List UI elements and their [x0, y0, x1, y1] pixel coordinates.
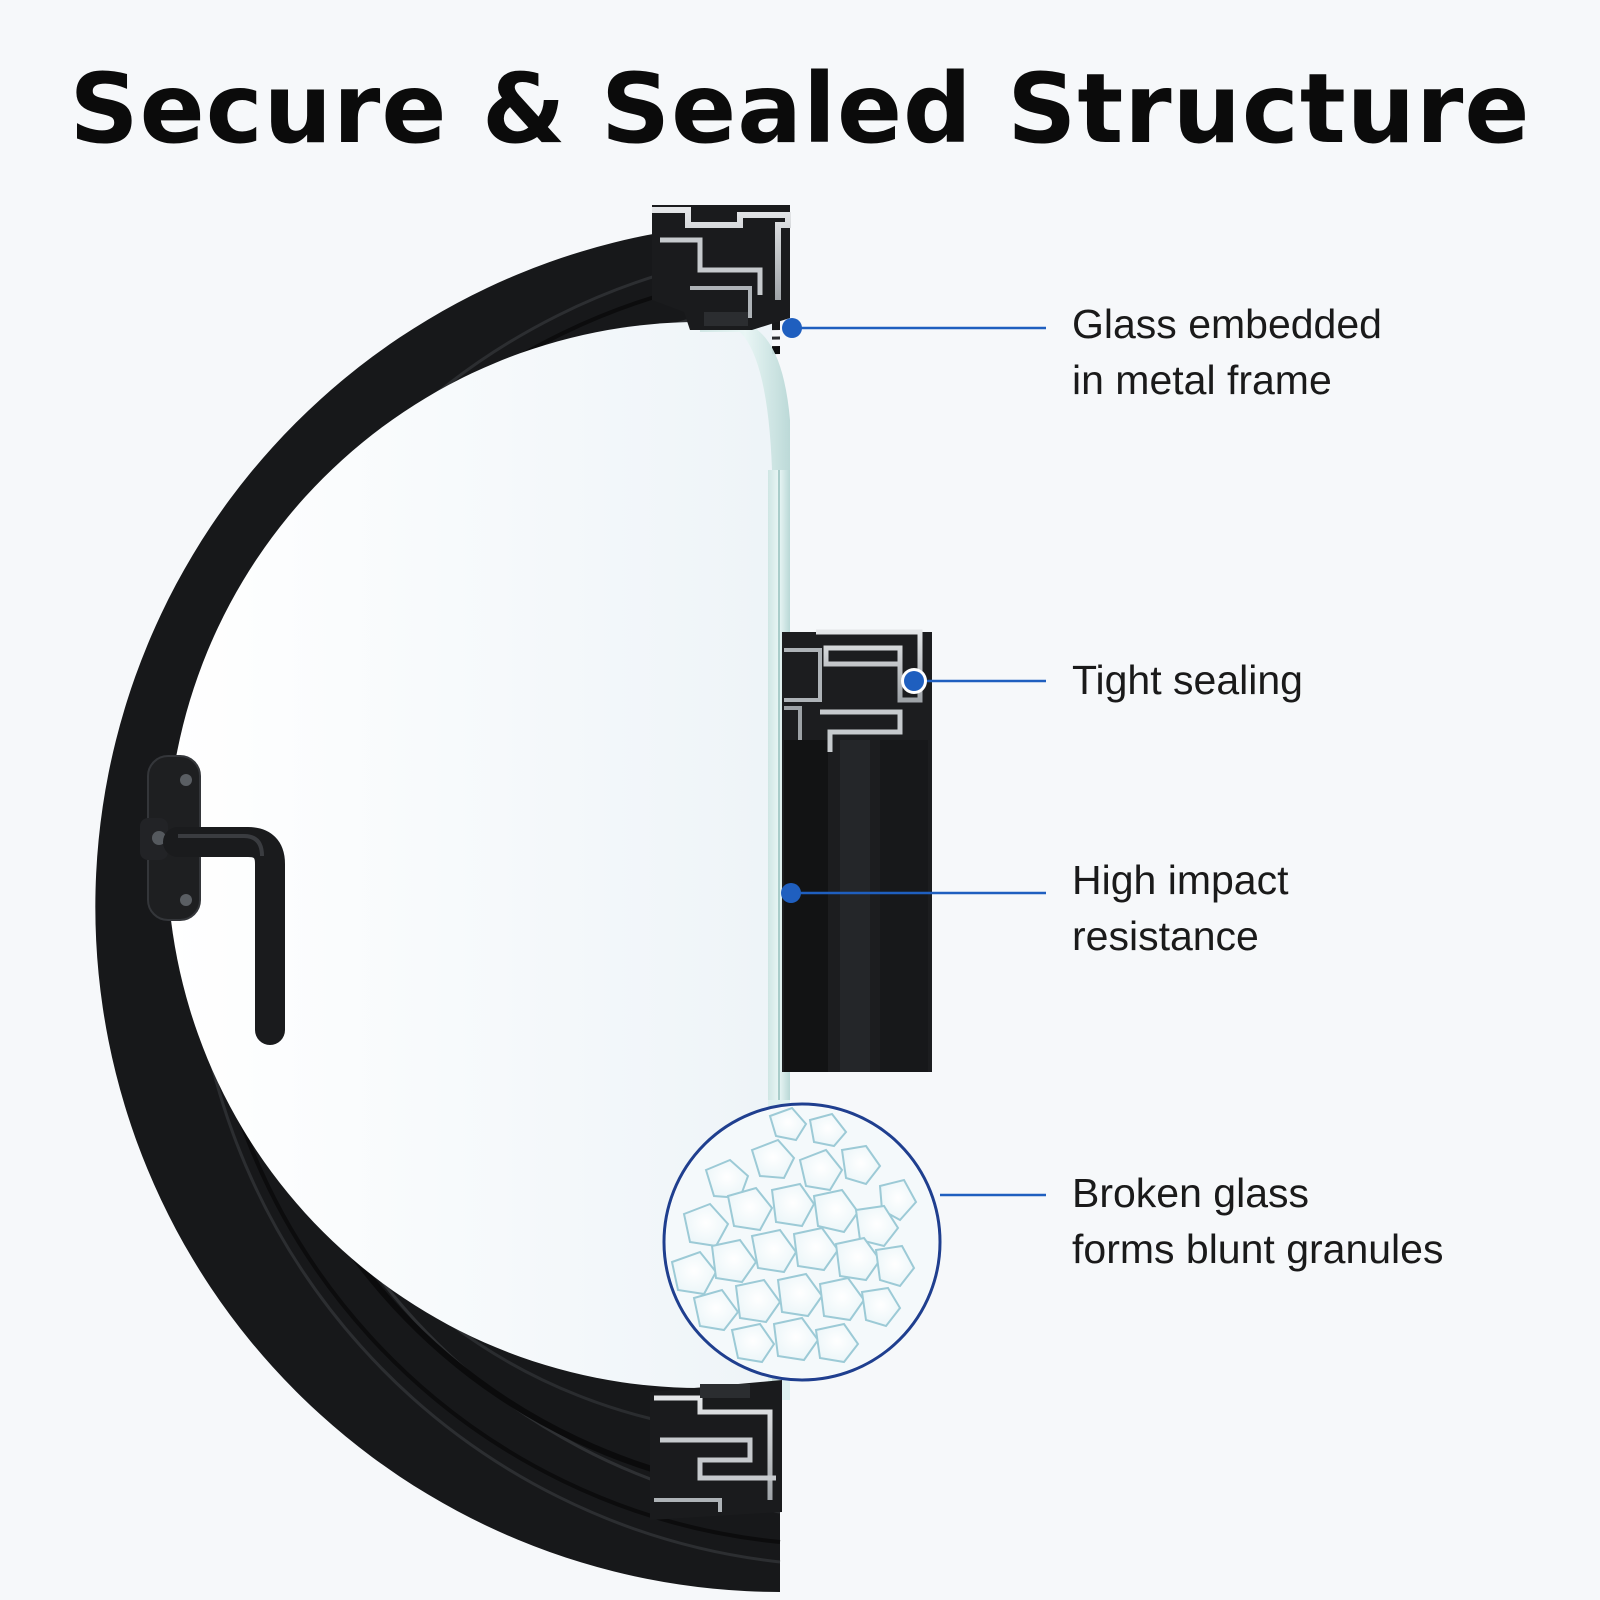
callout-broken-glass: Broken glass forms blunt granules: [1072, 1165, 1443, 1277]
callout-line: resistance: [1072, 913, 1259, 959]
top-frame-profile: [652, 205, 791, 330]
page-title: Secure & Sealed Structure: [69, 53, 1531, 165]
dot-marker-icon: [781, 883, 801, 903]
callout-line: Broken glass: [1072, 1170, 1310, 1216]
callout-line: in metal frame: [1072, 357, 1332, 403]
callout-line: Tight sealing: [1072, 657, 1303, 703]
callout-line: Glass embedded: [1072, 301, 1382, 347]
bottom-frame-profile: [650, 1380, 782, 1520]
handle-icon: [140, 755, 285, 1045]
dot-marker-icon: [904, 671, 924, 691]
callout-tight-sealing: Tight sealing: [1072, 652, 1303, 708]
dot-marker-icon: [782, 318, 802, 338]
callout-connectors: [781, 318, 1046, 1197]
callout-line: High impact: [1072, 857, 1289, 903]
callout-high-impact: High impact resistance: [1072, 852, 1288, 964]
callout-glass-embedded: Glass embedded in metal frame: [1072, 296, 1382, 408]
callout-line: forms blunt granules: [1072, 1226, 1444, 1272]
magnifier-circle-icon: [662, 1102, 942, 1382]
middle-sealing-profile: [782, 629, 932, 1072]
